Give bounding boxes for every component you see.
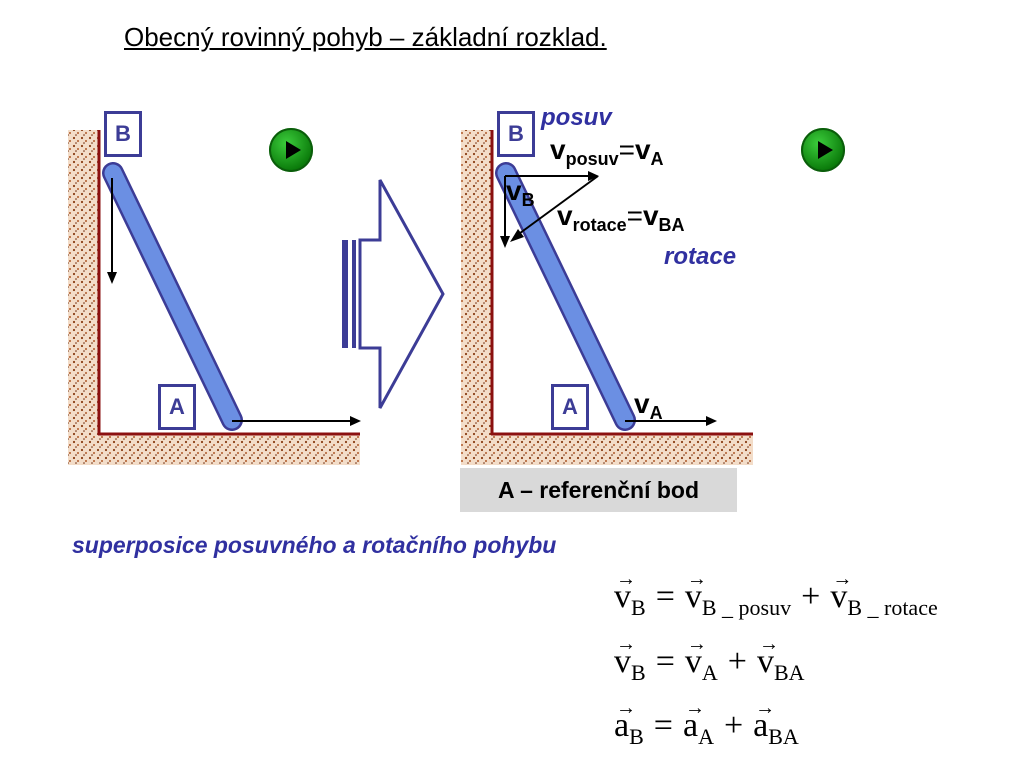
play-button[interactable] bbox=[269, 128, 313, 172]
point-b-label: B bbox=[104, 111, 142, 157]
v-rotace-label: vrotace=vBA bbox=[557, 200, 685, 235]
v-b-label: vB bbox=[506, 175, 535, 210]
right-vposuv-arrow bbox=[505, 171, 599, 181]
point-b-label: B bbox=[497, 111, 535, 157]
left-va-arrow bbox=[232, 416, 361, 426]
point-a-label: A bbox=[551, 384, 589, 430]
superposition-text: superposice posuvného a rotačního pohybu bbox=[72, 532, 557, 558]
right-bar bbox=[495, 162, 636, 431]
reference-point-caption: A – referenční bod bbox=[460, 468, 737, 512]
page-title: Obecný rovinný pohyb – základní rozklad. bbox=[124, 22, 607, 52]
right-vrotace-arrow bbox=[510, 175, 599, 242]
equation-acceleration-relative: →aB=→aA+→aBA bbox=[614, 697, 799, 749]
hollow-arrow-icon bbox=[342, 179, 445, 409]
right-vb-arrow bbox=[500, 176, 510, 248]
posuv-label: posuv bbox=[541, 104, 612, 131]
v-a-label: vA bbox=[634, 388, 663, 423]
left-vb-arrow bbox=[107, 178, 117, 284]
equation-velocity-decomposition: →vB=→vB _ posuv+→vB _ rotace bbox=[614, 568, 938, 620]
left-bar bbox=[102, 162, 243, 431]
v-posuv-label: vposuv=vA bbox=[550, 134, 664, 169]
left-wall bbox=[68, 130, 360, 465]
point-a-label: A bbox=[158, 384, 196, 430]
right-wall bbox=[461, 130, 753, 465]
rotace-label: rotace bbox=[664, 243, 737, 270]
equation-velocity-relative: →vB=→vA+→vBA bbox=[614, 633, 805, 685]
play-button[interactable] bbox=[801, 128, 845, 172]
right-va-arrow bbox=[625, 416, 717, 426]
play-icon bbox=[286, 141, 301, 159]
play-icon bbox=[818, 141, 833, 159]
